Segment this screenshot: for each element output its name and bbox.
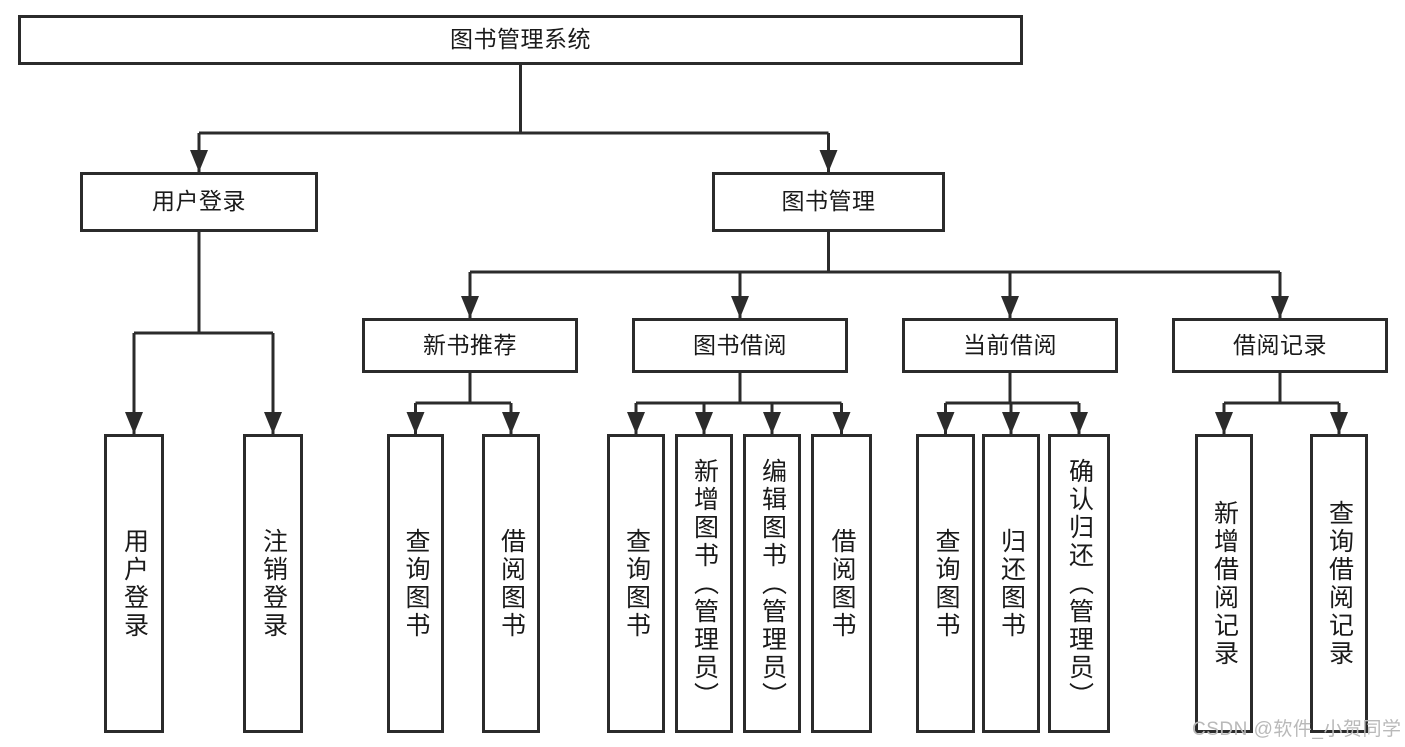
node-re-add[interactable]: 新增借阅记录 — [1195, 434, 1253, 733]
node-label: 图书管理系统 — [450, 26, 591, 53]
node-label: 用户登录 — [152, 188, 246, 215]
node-logout[interactable]: 注销登录 — [243, 434, 303, 733]
node-label: 新增图书（管理员） — [690, 457, 719, 710]
node-bo-add[interactable]: 新增图书（管理员） — [675, 434, 733, 733]
node-current[interactable]: 当前借阅 — [902, 318, 1118, 373]
node-nb-query[interactable]: 查询图书 — [387, 434, 444, 733]
node-records[interactable]: 借阅记录 — [1172, 318, 1388, 373]
node-nb-borrow[interactable]: 借阅图书 — [482, 434, 540, 733]
node-label: 查询图书 — [932, 527, 960, 640]
node-newbook[interactable]: 新书推荐 — [362, 318, 578, 373]
csdn-watermark: CSDN @软件_小贺同学 — [1192, 719, 1402, 740]
node-borrow[interactable]: 图书借阅 — [632, 318, 848, 373]
node-label: 用户登录 — [120, 527, 149, 640]
node-label: 图书管理 — [781, 188, 876, 215]
node-label: 归还图书 — [997, 527, 1026, 640]
node-bo-edit[interactable]: 编辑图书（管理员） — [743, 434, 801, 733]
node-cu-confirm[interactable]: 确认归还（管理员） — [1048, 434, 1110, 733]
node-label: 新书推荐 — [423, 331, 517, 358]
node-label: 新增借阅记录 — [1210, 499, 1239, 668]
node-cu-return[interactable]: 归还图书 — [982, 434, 1040, 733]
node-userlogin[interactable]: 用户登录 — [104, 434, 164, 733]
node-label: 借阅图书 — [497, 527, 526, 640]
node-label: 编辑图书（管理员） — [758, 457, 787, 710]
node-re-query[interactable]: 查询借阅记录 — [1310, 434, 1368, 733]
node-label: 查询图书 — [622, 527, 651, 640]
node-label: 查询图书 — [402, 527, 430, 640]
node-label: 借阅图书 — [828, 527, 856, 640]
node-label: 图书借阅 — [693, 331, 787, 358]
node-label: 借阅记录 — [1233, 331, 1327, 358]
node-label: 注销登录 — [259, 527, 288, 640]
node-label: 查询借阅记录 — [1325, 499, 1354, 668]
node-cu-query[interactable]: 查询图书 — [916, 434, 975, 733]
node-bookmgmt[interactable]: 图书管理 — [712, 172, 945, 232]
node-bo-lend[interactable]: 借阅图书 — [811, 434, 872, 733]
node-login[interactable]: 用户登录 — [80, 172, 318, 232]
node-root[interactable]: 图书管理系统 — [18, 15, 1023, 65]
node-label: 当前借阅 — [963, 331, 1057, 358]
node-bo-query[interactable]: 查询图书 — [607, 434, 665, 733]
node-label: 确认归还（管理员） — [1065, 457, 1094, 710]
